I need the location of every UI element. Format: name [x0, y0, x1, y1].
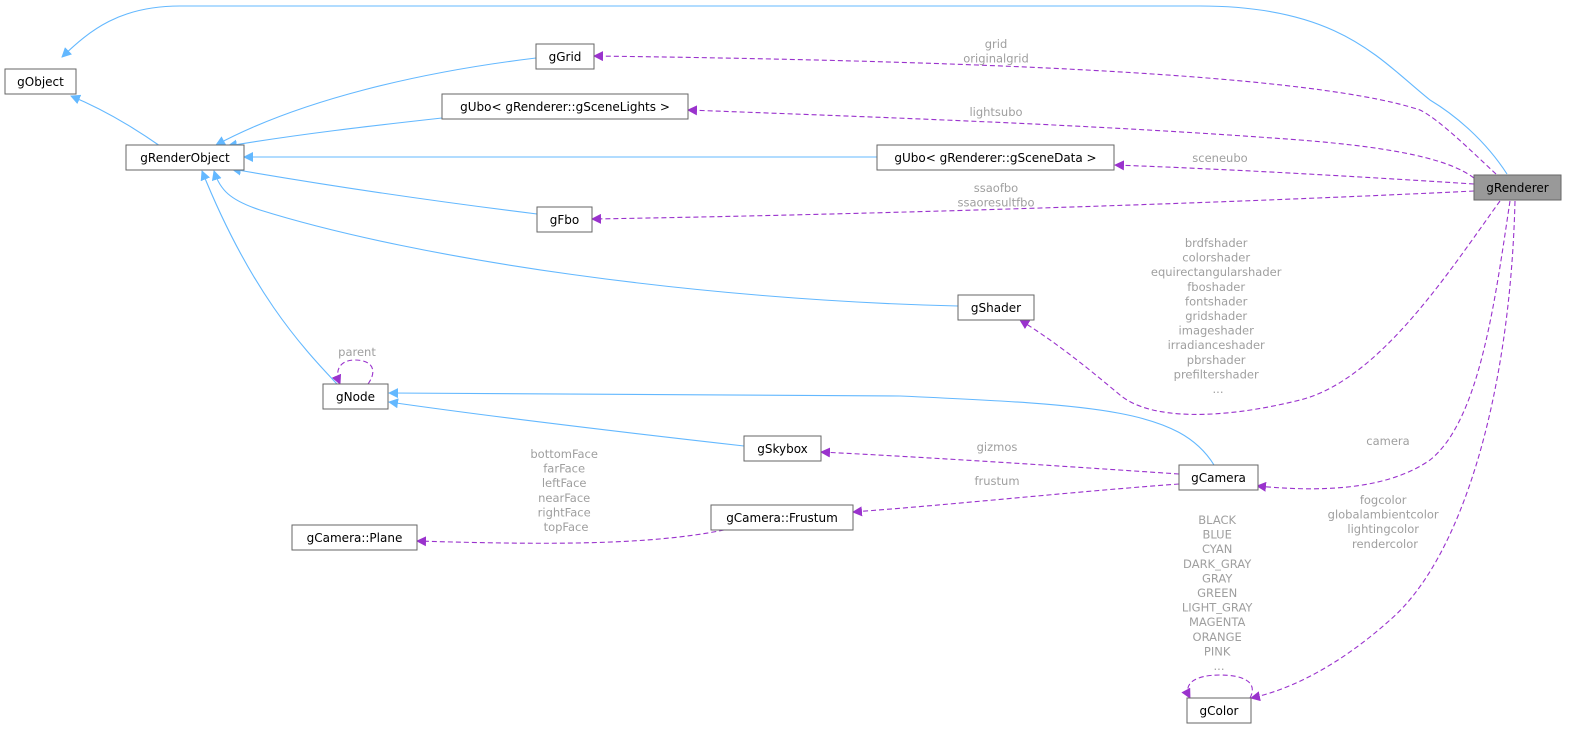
- edge-grenderer-gshader: [1019, 200, 1501, 415]
- node-gcamera-plane[interactable]: gCamera::Plane: [291, 524, 418, 551]
- edge-gcamera-gnode: [388, 388, 1215, 466]
- edge-gshader-grenderobject: [211, 170, 959, 307]
- edge-gcamerafrustum-gcameraplane: [416, 529, 725, 547]
- label-frustum: frustum: [974, 474, 1019, 488]
- node-grenderobject[interactable]: gRenderObject: [125, 144, 245, 171]
- node-gskybox-label: gSkybox: [757, 442, 808, 456]
- label-parent: parent: [338, 345, 376, 359]
- edge-grenderer-gfbo: [591, 190, 1475, 224]
- edge-grenderer-gubolights: [687, 105, 1475, 179]
- edge-grenderer-ggrid: [593, 51, 1497, 175]
- node-gnode[interactable]: gNode: [322, 383, 389, 410]
- node-gfbo-label: gFbo: [550, 213, 579, 227]
- label-color-fields: fogcolor globalambientcolor lightingcolo…: [1328, 493, 1443, 551]
- edge-gfbo-grenderobject: [231, 165, 538, 215]
- edge-gcolor-self-loop: [1181, 674, 1253, 699]
- node-gcamera[interactable]: gCamera: [1178, 464, 1259, 491]
- label-shader: brdfshader colorshader equirectangularsh…: [1151, 236, 1285, 396]
- inheritance-edges: [61, 5, 1508, 466]
- node-gcamera-plane-label: gCamera::Plane: [307, 531, 403, 545]
- edge-gnode-parent-loop: [331, 359, 374, 385]
- edge-gskybox-gnode: [388, 398, 745, 447]
- usage-edges: [331, 51, 1516, 702]
- node-gobject[interactable]: gObject: [4, 68, 77, 95]
- edge-grenderer-gobject: [61, 5, 1508, 175]
- node-gubo-scenelights-label: gUbo< gRenderer::gSceneLights >: [460, 100, 670, 114]
- node-gskybox[interactable]: gSkybox: [743, 435, 822, 462]
- edge-gnode-grenderobject: [200, 170, 338, 385]
- edge-ggrid-grenderobject: [215, 57, 537, 146]
- node-gubo-scenedata-label: gUbo< gRenderer::gSceneData >: [894, 151, 1096, 165]
- label-color-consts: BLACK BLUE CYAN DARK_GRAY GRAY GREEN LIG…: [1182, 513, 1256, 673]
- node-grenderer[interactable]: gRenderer: [1473, 174, 1562, 201]
- edge-gcamera-gcamerafrustum: [852, 483, 1180, 517]
- node-gcolor[interactable]: gColor: [1186, 697, 1252, 724]
- label-scene: sceneubo: [1192, 151, 1247, 165]
- node-gnode-label: gNode: [336, 390, 375, 404]
- node-grenderer-label: gRenderer: [1486, 181, 1548, 195]
- node-gshader[interactable]: gShader: [957, 294, 1035, 321]
- label-gizmos: gizmos: [977, 440, 1018, 454]
- node-ggrid[interactable]: gGrid: [535, 43, 595, 70]
- node-gcamera-frustum[interactable]: gCamera::Frustum: [710, 504, 854, 531]
- node-gcamera-frustum-label: gCamera::Frustum: [726, 511, 838, 525]
- edge-grenderer-gubodata: [1114, 160, 1475, 185]
- edge-gcamera-gskybox: [820, 447, 1180, 475]
- node-gfbo[interactable]: gFbo: [536, 206, 593, 233]
- node-gshader-label: gShader: [971, 301, 1021, 315]
- edge-grenderer-gcolor: [1250, 200, 1516, 702]
- edge-gubolights-grenderobject: [227, 117, 443, 150]
- edge-grenderer-gcamera: [1256, 200, 1511, 492]
- node-gubo-scenelights[interactable]: gUbo< gRenderer::gSceneLights >: [441, 93, 689, 120]
- node-ggrid-label: gGrid: [549, 50, 582, 64]
- label-plane: bottomFace farFace leftFace nearFace rig…: [530, 447, 601, 534]
- node-gcolor-label: gColor: [1200, 704, 1239, 718]
- node-gubo-scenedata[interactable]: gUbo< gRenderer::gSceneData >: [876, 144, 1115, 171]
- node-grenderobject-label: gRenderObject: [140, 151, 230, 165]
- edge-grenderobject-gobject: [70, 94, 161, 147]
- label-camera: camera: [1366, 434, 1409, 448]
- node-gobject-label: gObject: [17, 75, 64, 89]
- node-gcamera-label: gCamera: [1191, 471, 1246, 485]
- nodes: gObject gRenderObject gGrid gUbo< gRende…: [4, 43, 1562, 724]
- label-lights: lightsubo: [969, 105, 1022, 119]
